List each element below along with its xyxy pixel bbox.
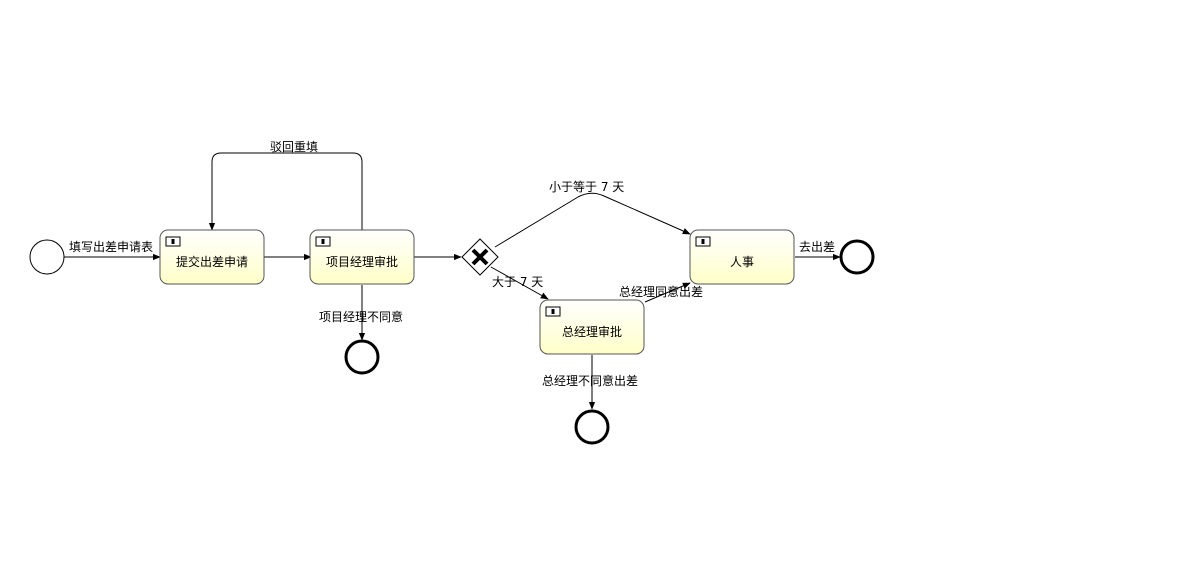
task-submit-label: 提交出差申请 [176, 254, 248, 269]
task-submit[interactable]: 提交出差申请 [159, 229, 265, 285]
flow-reject-refill[interactable] [208, 152, 363, 231]
end-event-trip[interactable] [839, 239, 875, 275]
task-pm-approve[interactable]: 项目经理审批 [309, 229, 415, 285]
user-task-icon [695, 236, 711, 247]
task-hr-label: 人事 [730, 255, 754, 269]
user-task-icon [545, 306, 561, 317]
flow-label-fill-form: 填写出差申请表 [69, 240, 153, 254]
flow-label-gm-agree: 总经理同意出差 [619, 284, 703, 299]
flow-label-gm-disagree: 总经理不同意出差 [542, 373, 638, 388]
user-task-icon [315, 236, 331, 247]
flow-label-gt-7-days: 大于 7 天 [492, 275, 543, 289]
exclusive-gateway[interactable] [461, 238, 499, 276]
end-event-gm-reject[interactable] [574, 409, 610, 445]
task-gm-approve-label: 总经理审批 [562, 324, 622, 339]
end-event-pm-reject[interactable] [344, 339, 380, 375]
flow-le-7-days[interactable] [494, 192, 691, 248]
flow-label-pm-disagree: 项目经理不同意 [319, 309, 403, 324]
task-gm-approve[interactable]: 总经理审批 [539, 299, 645, 355]
task-hr[interactable]: 人事 [689, 229, 795, 285]
task-pm-approve-label: 项目经理审批 [326, 254, 398, 269]
flow-label-go-trip: 去出差 [799, 240, 835, 254]
flow-gt-7-days[interactable] [490, 266, 549, 300]
flow-label-le-7-days: 小于等于 7 天 [549, 180, 624, 194]
flow-gm-agree[interactable] [644, 282, 691, 303]
exclusive-gateway-x-icon [471, 248, 489, 266]
start-event[interactable] [29, 239, 65, 275]
flow-label-reject-refill: 驳回重填 [270, 140, 318, 154]
user-task-icon [165, 236, 181, 247]
